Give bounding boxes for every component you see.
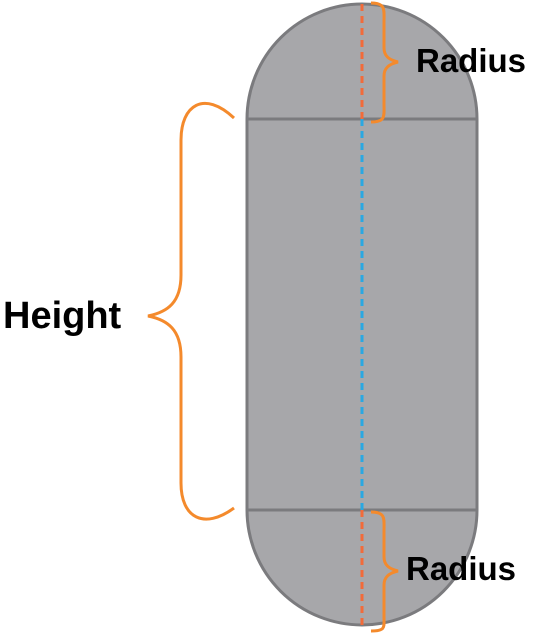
height-brace [147, 101, 236, 521]
radius-label-top: Radius [416, 42, 526, 79]
height-label: Height [3, 295, 122, 337]
bottom-radius-brace [370, 510, 399, 633]
top-radius-brace [370, 1, 399, 124]
radius-label-bottom: Radius [406, 550, 516, 587]
